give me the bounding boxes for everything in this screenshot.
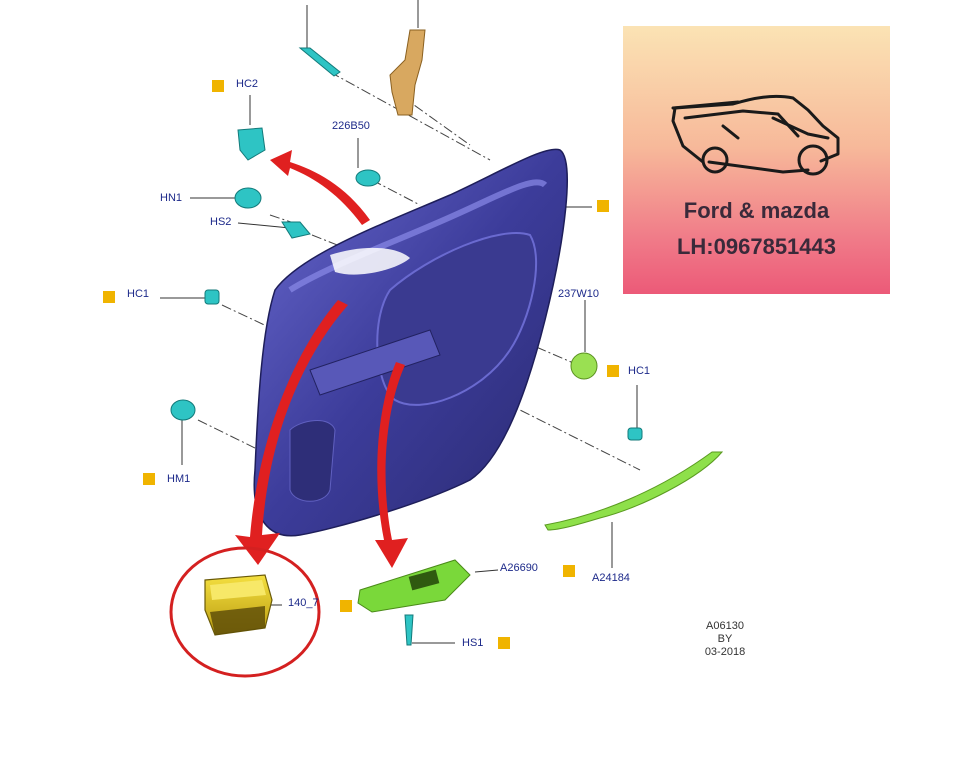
stamp-line-3: 03-2018 [704, 646, 746, 658]
label-hc1-left: HC1 [127, 288, 150, 300]
note-square-hc1-left [103, 291, 115, 303]
promo-phone: LH:0967851443 [676, 234, 836, 259]
trim-strip-a24184 [544, 451, 724, 531]
bracket-part [389, 29, 426, 116]
highlight-circle [169, 546, 321, 678]
red-arrows [235, 150, 408, 568]
door-trim-panel [253, 148, 568, 537]
stamp-line-2: BY [717, 633, 733, 645]
label-hs1: HS1 [462, 637, 484, 649]
note-square-hm1 [143, 473, 155, 485]
note-square-a26690 [563, 565, 575, 577]
label-hc2: HC2 [236, 78, 259, 90]
label-140: 140_7 [288, 597, 319, 609]
label-hn1: HN1 [160, 192, 183, 204]
label-hm1: HM1 [167, 473, 191, 485]
switch-bezel-slot [408, 569, 440, 591]
label-237w10: 237W10 [558, 288, 599, 300]
note-square-hs1 [498, 637, 510, 649]
promo-brand: Ford & mazda [683, 198, 830, 223]
note-square-hc2 [212, 80, 224, 92]
round-part-237w10 [570, 352, 598, 380]
drawing-stamp: A06130 BY 03-2018 [690, 620, 760, 659]
label-a26690: A26690 [500, 562, 538, 574]
window-switch-140 [204, 574, 273, 636]
note-square-hc1-right [607, 365, 619, 377]
note-square-140 [340, 600, 352, 612]
promo-overlay: Ford & mazda LH:0967851443 [623, 26, 890, 294]
label-226b50: 226B50 [332, 120, 370, 132]
stamp-line-1: A06130 [706, 620, 744, 632]
label-hs2: HS2 [210, 216, 232, 228]
note-square-panel [597, 200, 609, 212]
clips [170, 47, 643, 646]
label-a24184: A24184 [592, 572, 630, 584]
sports-car-icon [671, 94, 840, 176]
label-hc1-right: HC1 [628, 365, 651, 377]
